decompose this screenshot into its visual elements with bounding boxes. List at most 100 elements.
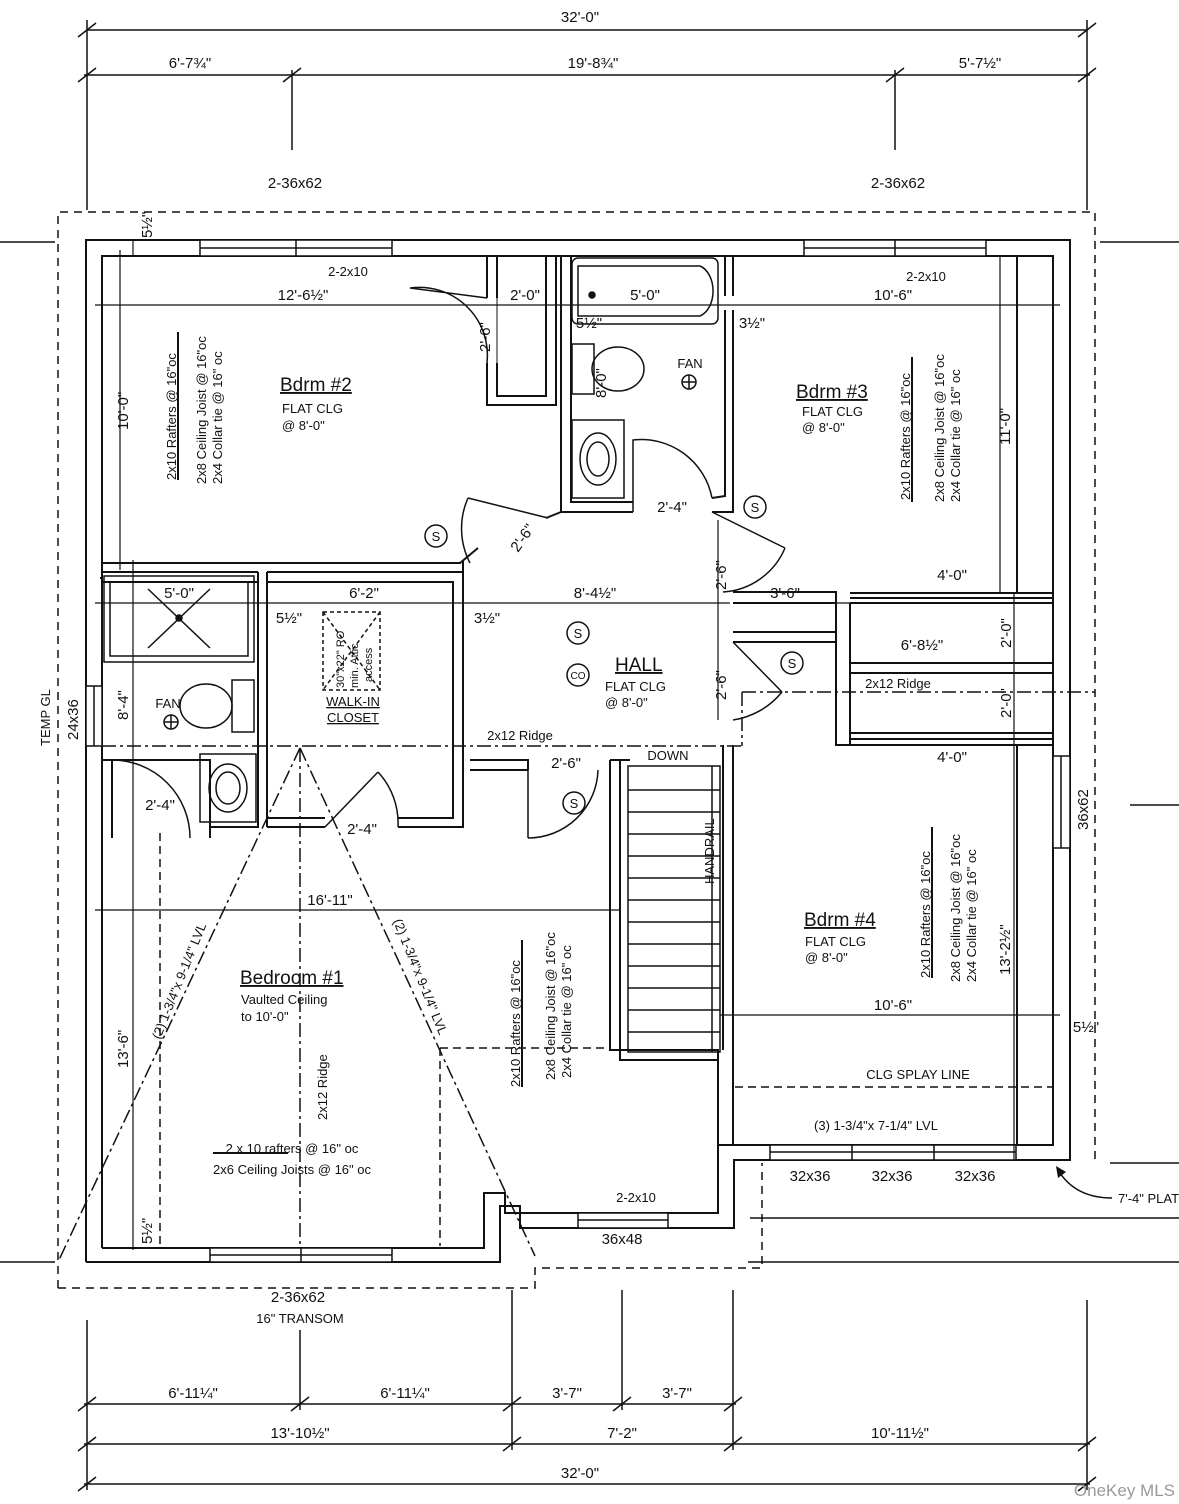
room-bdrm3-ceiling: FLAT CLG [802, 404, 863, 419]
dim-closet-width: 2'-0" [510, 287, 540, 304]
room-bdrm2-height: @ 8'-0" [282, 418, 325, 433]
top-right-dim: 5'-7½" [959, 55, 1001, 72]
dim-bath2-depth: 8'-4" [115, 690, 132, 720]
fixtures [103, 257, 719, 823]
room-bdrm4-name: Bdrm #4 [804, 910, 876, 931]
bdrm3-framing-3: 2x4 Collar tie @ 16" oc [948, 369, 963, 502]
dim-linen-width: 3'-6" [770, 585, 800, 602]
bdrm4-framing-3: 2x4 Collar tie @ 16" oc [964, 849, 979, 982]
dim-bdrm2-door: 2'-6" [507, 521, 538, 555]
dim-overhang-bottom: 5½" [139, 1218, 156, 1244]
dim-bdrm3-width: 10'-6" [874, 287, 912, 304]
lvl-right-label: (2) 1-3/4"x 9-1/4" LVL [390, 917, 450, 1037]
dim-bdrm2-width: 12'-6½" [278, 287, 329, 304]
bdrm1-framing-3: 2x4 Collar tie @ 16" oc [559, 945, 574, 1078]
bottom-dim-g: 10'-11½" [871, 1425, 929, 1442]
ridge-lines [57, 691, 1095, 1263]
top-dimensions [77, 20, 1097, 210]
room-hall-name: HALL [615, 655, 663, 676]
ridge-bdrm4-label: 2x12 Ridge [865, 676, 931, 691]
room-bdrm3-name: Bdrm #3 [796, 382, 868, 403]
dim-bdrm4-wall: 5½" [1073, 1019, 1099, 1036]
dim-closet3-depth: 2'-0" [998, 618, 1015, 648]
dim-bdrm3-door: 2'-6" [713, 560, 730, 590]
bottom-dimensions [77, 1290, 1097, 1492]
doors [111, 286, 786, 839]
door-hall-bottom [527, 769, 599, 839]
plate-arrow [1057, 1169, 1113, 1199]
dim-wall-a: 5½" [276, 610, 302, 627]
bdrm3-framing-1: 2x10 Rafters @ 16"oc [898, 373, 913, 500]
plate-line [0, 241, 1179, 1263]
attic-label-3: access [363, 647, 375, 682]
bottom-dim-e: 13'-10½" [270, 1425, 329, 1442]
room-bdrm1-height: to 10'-0" [241, 1009, 289, 1024]
attic-label-2: min. Attic [349, 643, 361, 688]
dim-closet4-depth: 2'-0" [998, 688, 1015, 718]
fan-label-2: FAN [155, 696, 180, 711]
bdrm1-rafters-label: 2 x 10 rafters @ 16" oc [226, 1141, 359, 1156]
dim-bdrm3-height: 11'-0" [997, 408, 1014, 445]
toilet-bath2 [231, 679, 255, 733]
closet-label: CLOSET [327, 710, 379, 725]
co-detector-label: CO [571, 671, 586, 682]
dim-closet-depth: 2'-6" [477, 322, 494, 352]
dim-walkin-width: 6'-2" [349, 585, 379, 602]
window-right-label: 36x62 [1075, 789, 1092, 830]
sink-bath [571, 419, 625, 499]
dim-walkin-door: 2'-4" [347, 821, 377, 838]
smoke-detector-icon [424, 495, 804, 815]
dim-closet3-width: 4'-0" [937, 567, 967, 584]
bdrm2-framing-3: 2x4 Collar tie @ 16" oc [210, 351, 225, 484]
exterior-walls [85, 239, 1071, 1263]
temp-glass-label: TEMP GL [38, 689, 53, 746]
dim-bdrm4-width: 10'-6" [874, 997, 912, 1014]
room-bdrm2-name: Bdrm #2 [280, 375, 352, 396]
bottom-dim-overall: 32'-0" [561, 1465, 599, 1482]
bdrm4-framing-2: 2x8 Ceiling Joist @ 16"oc [948, 834, 963, 982]
room-bdrm1-ceiling: Vaulted Ceiling [241, 992, 327, 1007]
door-closet-bdrm2 [409, 286, 489, 364]
door-walkin [324, 771, 399, 828]
interior-dimensions [95, 240, 1060, 1250]
dim-bath-wall-a: 5½" [576, 315, 602, 332]
top-left-dim: 6'-7¾" [169, 55, 211, 72]
bdrm3-framing-2: 2x8 Ceiling Joist @ 16"oc [932, 354, 947, 502]
fan-label: FAN [677, 356, 702, 371]
window-bottom-row-2: 32x36 [872, 1168, 913, 1185]
door-bath2 [111, 759, 191, 839]
ridge-bdrm1-label: 2x12 Ridge [315, 1054, 330, 1120]
door-bdrm3 [711, 511, 786, 593]
roof-overhang [57, 211, 1096, 1289]
dim-bath-door: 2'-4" [657, 499, 687, 516]
window-bottom-main-label: 2-36x62 [271, 1289, 325, 1306]
dim-overhang-top: 5½" [139, 212, 156, 238]
dim-hall-width: 8'-4½" [574, 585, 616, 602]
door-linen [732, 641, 783, 721]
smoke-label-4: S [788, 656, 797, 671]
room-bdrm1-name: Bedroom #1 [240, 968, 344, 989]
fan-icon [163, 374, 697, 730]
door-bdrm2 [460, 497, 549, 564]
dim-closet-mid: 6'-8½" [901, 637, 943, 654]
dim-bdrm1-height: 13'-6" [115, 1030, 132, 1068]
room-hall-height: @ 8'-0" [605, 695, 648, 710]
bottom-dim-d: 3'-7" [662, 1385, 692, 1402]
attic-label-1: 30"x22" RO [335, 630, 347, 688]
bdrm1-framing-2: 2x8 Ceiling Joist @ 16"oc [543, 932, 558, 1080]
dim-shower-width: 5'-0" [164, 585, 194, 602]
interior-walls [100, 256, 1054, 1145]
dim-bath-wall-b: 3½" [739, 315, 765, 332]
stair-down-label: DOWN [647, 748, 688, 763]
bottom-dim-c: 3'-7" [552, 1385, 582, 1402]
lvl-left-label: (2) 1-3/4"x 9-1/4" LVL [149, 921, 209, 1041]
framing-arrows [177, 332, 933, 1154]
smoke-label-5: S [570, 796, 579, 811]
window-top-left-label: 2-36x62 [268, 175, 322, 192]
header-bottom: 2-2x10 [616, 1190, 656, 1205]
lvl-bdrm4-label: (3) 1-3/4"x 7-1/4" LVL [814, 1118, 938, 1133]
stairs [627, 765, 721, 1053]
ridge-hall-label: 2x12 Ridge [487, 728, 553, 743]
window-left-label: 24x36 [65, 699, 82, 740]
